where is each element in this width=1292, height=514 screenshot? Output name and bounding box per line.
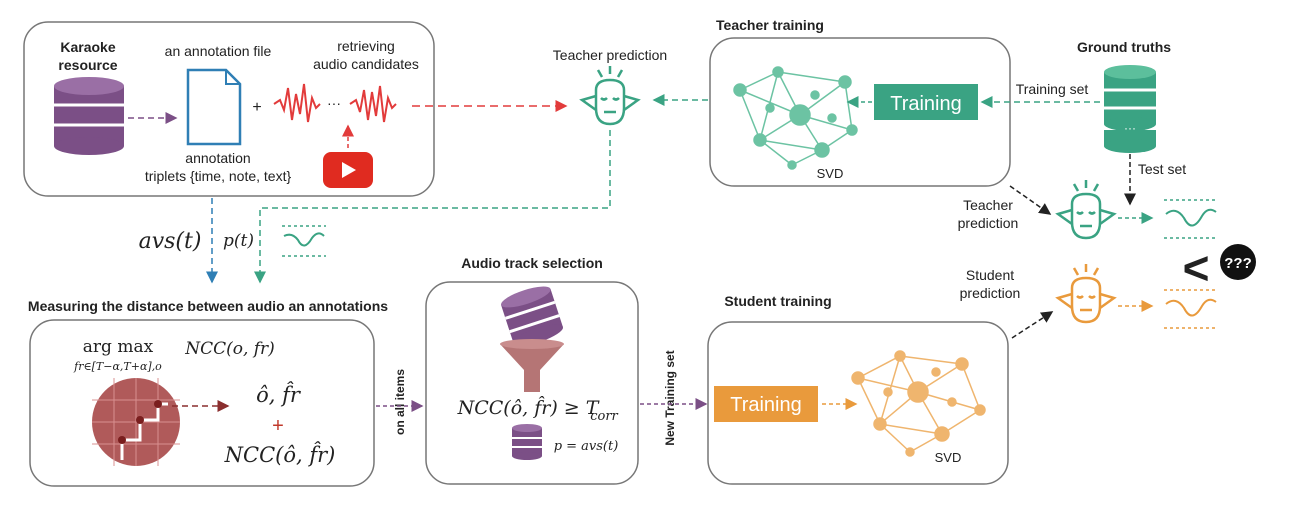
funnel-database-icon bbox=[500, 286, 564, 392]
teacher-training-button-label: Training bbox=[890, 93, 962, 115]
triplets-label-line2: triplets {time, note, text} bbox=[145, 168, 292, 184]
karaoke-label-line2: resource bbox=[58, 57, 117, 73]
student-training-button bbox=[714, 386, 818, 422]
ncc-of-label: NCC(o, fr) bbox=[184, 339, 275, 359]
ohat-frhat-label: ô, f̂r bbox=[256, 382, 302, 407]
audio-selection-title: Audio track selection bbox=[461, 255, 603, 271]
database-icon bbox=[54, 77, 124, 155]
ncc-grid-icon bbox=[92, 378, 180, 466]
small-database-icon bbox=[512, 424, 542, 460]
teacher-training-title: Teacher training bbox=[716, 17, 824, 33]
teacher-prediction-right-label-line2: prediction bbox=[958, 215, 1019, 231]
annotation-file-label: an annotation file bbox=[165, 43, 272, 59]
teacher-wave-icon bbox=[1164, 199, 1218, 239]
karaoke-box bbox=[23, 21, 435, 197]
ground-truths-title: Ground truths bbox=[1077, 39, 1171, 55]
test-set-label: Test set bbox=[1138, 161, 1186, 177]
retrieving-label: retrieving bbox=[337, 38, 395, 54]
teacher-prediction-label: Teacher prediction bbox=[553, 47, 667, 63]
selection-formula-subscript: corr bbox=[590, 409, 618, 424]
on-all-items-label: on all items bbox=[393, 369, 407, 435]
student-training-box bbox=[707, 321, 1009, 485]
triplets-label: annotation bbox=[185, 150, 250, 166]
pt-label: p(t) bbox=[223, 231, 254, 251]
retrieving-label-line2: audio candidates bbox=[313, 56, 419, 72]
teacher-head-icon bbox=[579, 66, 641, 126]
arrow-svd-to-right-teacher bbox=[1009, 185, 1052, 215]
student-training-title: Student training bbox=[724, 293, 831, 309]
avs-label: avs(t) bbox=[139, 229, 202, 254]
new-training-set-label: New Training set bbox=[663, 350, 677, 445]
pitch-wave-icon bbox=[282, 225, 326, 257]
less-than-sign: < bbox=[1183, 242, 1210, 294]
audio-selection-box bbox=[425, 281, 639, 485]
karaoke-label: Karaoke bbox=[60, 39, 115, 55]
measuring-box bbox=[29, 319, 375, 487]
teacher-training-button bbox=[874, 84, 978, 120]
student-svd-label: SVD bbox=[935, 450, 962, 465]
student-network-icon bbox=[851, 350, 986, 457]
arrow-teacher-to-pt bbox=[254, 130, 611, 284]
p-avs-label: p = avs(t) bbox=[554, 439, 619, 454]
student-training-button-label: Training bbox=[730, 394, 802, 416]
ground-truth-database-icon bbox=[1104, 65, 1156, 153]
student-prediction-right-label-line2: prediction bbox=[960, 285, 1021, 301]
result-plus: + bbox=[272, 415, 284, 437]
teacher-head-right-icon bbox=[1055, 180, 1117, 240]
waveform-icon bbox=[349, 85, 397, 123]
teacher-svd-label: SVD bbox=[817, 166, 844, 181]
student-wave-icon bbox=[1164, 289, 1218, 329]
student-prediction-right-label: Student bbox=[966, 267, 1014, 283]
arrow-student-to-right bbox=[1011, 311, 1054, 339]
ncc-hat-label: NCC(ô, f̂r) bbox=[224, 442, 336, 467]
argmax-subscript: fr∈[T−α,T+α],o bbox=[73, 360, 162, 373]
waveform-icon bbox=[273, 83, 321, 123]
plus-sign: + bbox=[252, 99, 261, 116]
teacher-training-box bbox=[709, 37, 1011, 187]
teacher-prediction-right-label: Teacher bbox=[963, 197, 1013, 213]
selection-formula: NCC(ô, f̂r) ≥ T bbox=[457, 396, 600, 419]
teacher-network-icon bbox=[733, 66, 858, 170]
waveform-dots: ··· bbox=[327, 95, 341, 111]
student-head-icon bbox=[1055, 264, 1117, 324]
youtube-icon bbox=[323, 152, 373, 188]
training-set-label: Training set bbox=[1016, 81, 1089, 97]
ground-truth-dots: ··· bbox=[1124, 121, 1136, 135]
measuring-title: Measuring the distance between audio an … bbox=[28, 298, 388, 314]
document-icon bbox=[186, 68, 242, 146]
question-label: ??? bbox=[1224, 255, 1252, 272]
question-icon bbox=[1220, 244, 1256, 280]
argmax-label: arg max bbox=[83, 337, 154, 357]
